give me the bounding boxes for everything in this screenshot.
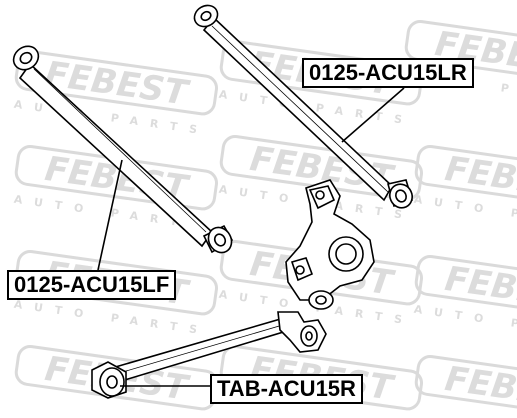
- leader-lines: [97, 87, 405, 387]
- svg-text:FEBEST: FEBEST: [443, 359, 517, 418]
- upper-left-arm: [12, 45, 234, 254]
- leader-line-lf: [97, 159, 123, 271]
- svg-text:AUTO PARTS: AUTO PARTS: [413, 193, 517, 233]
- lower-arm-bushing: [91, 361, 127, 399]
- watermark-tile: FEBEST AUTO PARTS: [413, 145, 517, 233]
- part-label-0125-acu15lf: 0125-ACU15LF: [7, 270, 177, 300]
- lower-arm: [91, 311, 327, 399]
- leader-line-lr: [341, 87, 405, 143]
- knuckle: [285, 179, 375, 310]
- upper-right-arm: [193, 4, 413, 209]
- svg-text:AUTO PARTS: AUTO PARTS: [413, 303, 517, 343]
- bushing-bottom-end: [387, 179, 413, 209]
- watermark-tile: FEBEST: [414, 355, 517, 418]
- part-label-0125-acu15lr: 0125-ACU15LR: [302, 58, 474, 88]
- bushing-left-end: [12, 45, 40, 71]
- bushing-top-end: [193, 4, 219, 28]
- part-label-tab-acu15r: TAB-ACU15R: [210, 374, 363, 404]
- bushing-right-end: [202, 224, 234, 254]
- watermark-tile: FEBEST AUTO PARTS: [413, 255, 517, 343]
- lower-arm-bracket: [277, 311, 327, 353]
